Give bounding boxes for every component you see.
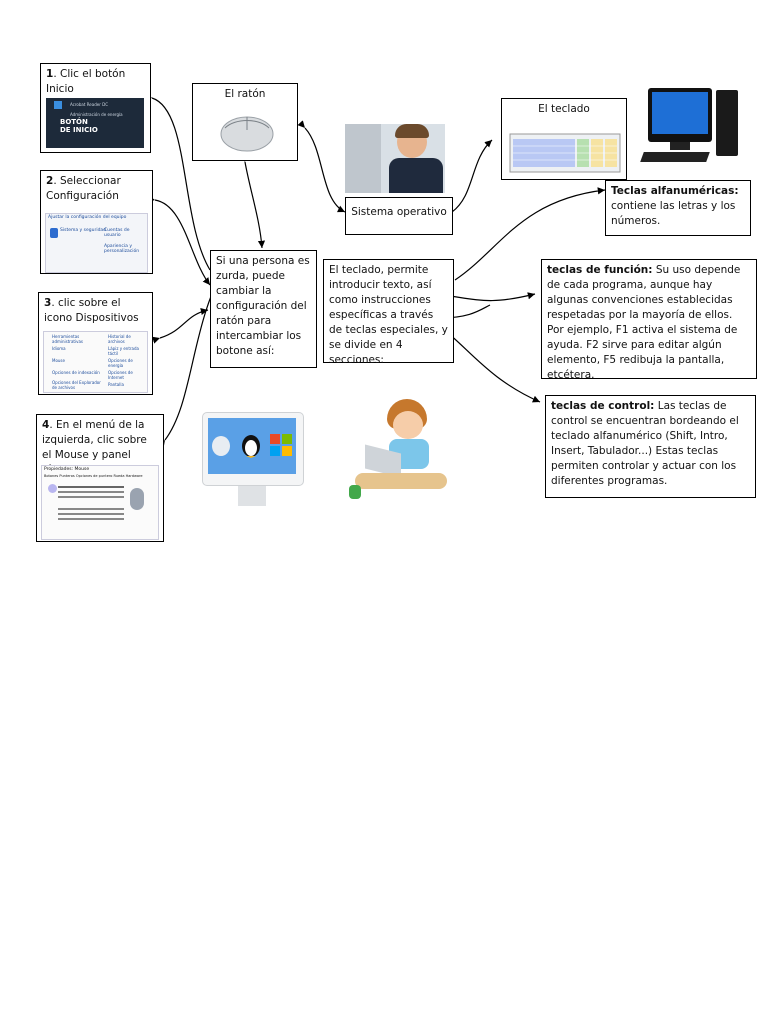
device-item: Mouse <box>52 358 65 363</box>
pc-monitor <box>648 88 712 142</box>
device-item: Opciones de indexación <box>52 370 100 375</box>
mouse-box-title: El ratón <box>224 88 266 100</box>
control-panel-item: Apariencia y personalización <box>104 244 140 254</box>
function-keys-box: teclas de función: Su uso depende de cad… <box>541 259 757 381</box>
function-keys-text: teclas de función: Su uso depende de cad… <box>547 264 741 381</box>
start-menu-item: Administración de energía <box>70 112 123 117</box>
zurda-box: Si una persona es zurda, puede cambiar l… <box>210 250 317 368</box>
child-laptop-cartoon <box>345 397 453 509</box>
monitor-shape <box>345 124 381 193</box>
tab: Opciones de puntero <box>75 474 113 478</box>
mouse-properties-tabs: Botones Punteros Opciones de puntero Rue… <box>42 474 158 479</box>
device-item: Lápiz y entrada táctil <box>108 346 139 356</box>
device-item: Herramientas administrativas <box>52 334 83 344</box>
device-item: Pantalla <box>108 382 124 387</box>
keyboard-description-text: El teclado, permite introducir texto, as… <box>329 264 448 366</box>
control-keys-box: teclas de control: Las teclas de control… <box>545 395 756 498</box>
control-panel-item: Sistema y seguridad <box>60 228 107 233</box>
device-item: Idioma <box>52 346 66 351</box>
cartoon-legs <box>355 473 447 489</box>
child-computer-image <box>345 124 445 193</box>
os-box-label: Sistema operativo <box>351 206 447 218</box>
control-keys-text: teclas de control: Las teclas de control… <box>551 400 739 487</box>
mouse-box: El ratón <box>192 83 298 161</box>
keyboard-description-box: El teclado, permite introducir texto, as… <box>323 259 454 366</box>
mouse-properties-title: Propiedades: Mouse <box>44 467 90 472</box>
child-hair <box>395 124 429 138</box>
arrow-step2-zurda <box>147 195 211 286</box>
step-4-box: 4. En el menú de la izquierda, clic sobr… <box>36 414 164 542</box>
arrow-os-teclado <box>444 139 493 220</box>
os-box: Sistema operativo <box>345 197 453 235</box>
device-item: Opciones de energía <box>108 358 133 368</box>
step-2-box: 2. Seleccionar Configuración Ajustar la … <box>40 170 153 274</box>
child-body <box>389 158 443 193</box>
windows-icon <box>270 434 292 456</box>
highlight-circle-icon <box>48 484 57 493</box>
windows-start-icon <box>54 101 62 109</box>
arrow-mouse-zurda <box>240 154 266 249</box>
arrow-step3-zurda <box>152 308 209 344</box>
zurda-text: Si una persona es zurda, puede cambiar l… <box>216 255 310 357</box>
tab: Botones <box>44 474 59 478</box>
devices-screenshot: Herramientas administrativas Historial d… <box>43 331 148 393</box>
control-panel-title: Ajustar la configuración del equipo <box>48 215 127 220</box>
control-panel-item: Cuentas de usuario <box>104 228 130 238</box>
tab: Hardware <box>125 474 143 478</box>
linux-penguin-icon <box>242 435 260 458</box>
text-lines <box>58 486 124 488</box>
step-3-box: 3. clic sobre el icono Dispositivos Herr… <box>38 292 153 395</box>
cartoon-shoes <box>349 485 361 499</box>
computer-mouse-icon <box>220 116 274 152</box>
control-panel-screenshot: Ajustar la configuración del equipo Sist… <box>45 213 148 273</box>
pc-keyboard <box>640 152 710 162</box>
step-1-box: 1. Clic el botón Inicio Acrobat Reader D… <box>40 63 151 153</box>
arrow-mouse-os <box>297 120 346 213</box>
pc-screen <box>652 92 708 134</box>
imac-os-logos-image <box>200 410 305 510</box>
arrow-desc-funcion <box>435 290 536 302</box>
start-button-caption: BOTÓN DE INICIO <box>60 118 98 134</box>
mouse-icon <box>130 488 144 510</box>
pc-tower <box>716 90 738 156</box>
start-menu-item: Acrobat Reader DC <box>70 102 108 107</box>
step-3-label: 3. clic sobre el icono Dispositivos <box>44 297 139 324</box>
device-item: Opciones del Explorador de archivos <box>52 380 101 390</box>
arrow-desc-control <box>434 320 541 403</box>
apple-icon <box>212 436 230 456</box>
security-shield-icon <box>50 228 58 238</box>
step-1-label: 1. Clic el botón Inicio <box>46 68 126 95</box>
tab: Punteros <box>59 474 75 478</box>
step-2-label: 2. Seleccionar Configuración <box>46 175 121 202</box>
keyboard-icon <box>509 133 621 173</box>
arrow-desc-alfanum <box>454 187 606 281</box>
keyboard-box-title: El teclado <box>538 103 590 115</box>
desktop-pc-image <box>640 82 743 174</box>
start-button-screenshot: Acrobat Reader DC Administración de ener… <box>46 98 144 148</box>
imac-stand <box>238 486 266 506</box>
device-item: Historial de archivos <box>108 334 131 344</box>
keyboard-box: El teclado <box>501 98 627 180</box>
cartoon-face <box>393 411 423 439</box>
pc-stand <box>670 142 690 150</box>
device-item: Opciones de Internet <box>108 370 133 380</box>
alphanumeric-box: Teclas alfanuméricas: contiene las letra… <box>605 180 751 236</box>
tab: Rueda <box>113 474 125 478</box>
mouse-properties-screenshot: Propiedades: Mouse Botones Punteros Opci… <box>41 465 159 540</box>
alphanumeric-text: Teclas alfanuméricas: contiene las letra… <box>611 185 739 227</box>
